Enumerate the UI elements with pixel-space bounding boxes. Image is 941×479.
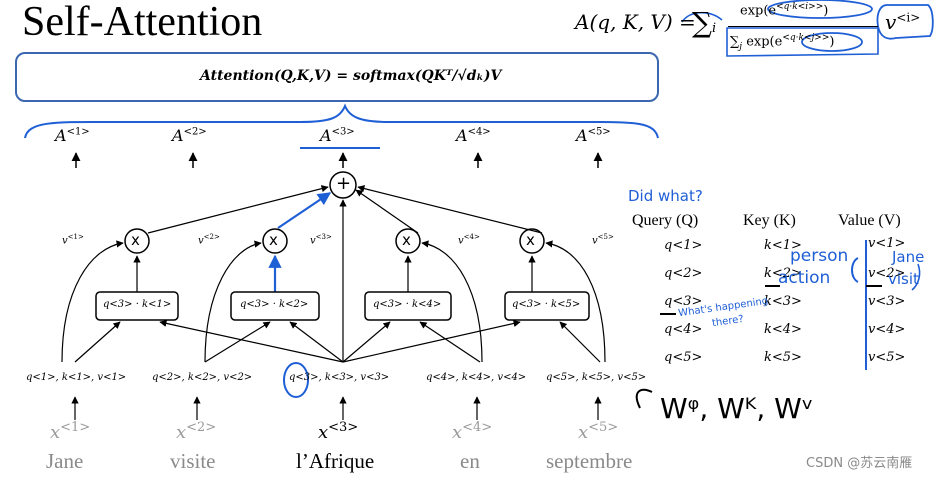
attention-lhs: A(q, K, V) = (575, 10, 696, 34)
word-lafrique: l’Afrique (296, 449, 375, 473)
mult-symbol-5: x (526, 231, 535, 249)
table-cell: v<3> (868, 294, 906, 309)
qkv-label-1: q<1>, k<1>, v<1> (26, 372, 127, 383)
slide-title: Self-Attention (22, 0, 263, 45)
plus-symbol: + (336, 173, 352, 194)
brace-annotation (24, 103, 659, 139)
table-header-value: Value (V) (838, 212, 901, 229)
formula-numerator: exp(e<q·k<i>>) (740, 2, 829, 19)
sum-symbol: ∑i (692, 6, 717, 39)
input-x3: x<3> (318, 420, 359, 443)
v-label-3: v<3> (310, 233, 332, 247)
annotation-action: action (778, 268, 831, 288)
formula-v: v<i> (885, 10, 921, 34)
word-septembre: septembre (546, 449, 633, 473)
table-header-query: Query (Q) (632, 212, 699, 229)
dot-box-4: q<3> · k<4> (373, 299, 442, 310)
table-cell: q<5> (664, 350, 703, 365)
annotation-did-what: Did what? (628, 187, 703, 205)
table-cell: q<2> (664, 266, 703, 281)
sum-node (329, 171, 357, 199)
v-label-1: v<1> (62, 233, 84, 247)
input-x4: x<4> (452, 420, 493, 443)
formula-denominator: ∑j exp(e<q·k<j>>) (730, 33, 835, 52)
output-a2: A<2> (172, 126, 207, 145)
attention-formula-box (15, 52, 659, 102)
table-cell: v<2> (868, 266, 906, 281)
word-en: en (460, 449, 480, 473)
table-cell: q<3> (664, 294, 703, 309)
dot-box-1: q<3> · k<1> (103, 299, 172, 310)
watermark: CSDN @苏云南雁 (806, 456, 913, 471)
output-a4: A<4> (456, 126, 491, 145)
v-label-5: v<5> (592, 233, 614, 247)
qkv-label-5: q<5>, k<5>, v<5> (546, 372, 647, 383)
table-cell: q<1> (664, 238, 703, 253)
word-visite: visite (170, 449, 216, 473)
table-cell: k<3> (764, 294, 802, 309)
annotation-weights: Wᵠ, Wᴷ, Wᵛ (660, 392, 814, 425)
input-x5: x<5> (578, 420, 619, 443)
table-cell: v<1> (868, 236, 906, 251)
qkv-label-4: q<4>, k<4>, v<4> (426, 372, 527, 383)
mult-symbol-2: x (269, 231, 278, 249)
table-cell: k<1> (764, 238, 802, 253)
table-cell: v<5> (868, 350, 906, 365)
annotation-jane: Jane (892, 248, 925, 266)
annotation-person: person (790, 246, 849, 266)
annotation-visit: visit (888, 270, 919, 288)
table-cell: k<5> (764, 350, 802, 365)
table-cell: v<4> (868, 322, 906, 337)
qkv-label-2: q<2>, k<2>, v<2> (152, 372, 253, 383)
table-cell: k<2> (764, 266, 802, 281)
word-jane: Jane (46, 449, 84, 473)
output-a3: A<3> (320, 126, 355, 145)
dot-box-5: q<3> · k<5> (512, 299, 581, 310)
output-a1: A<1> (55, 126, 90, 145)
input-x2: x<2> (176, 420, 217, 443)
table-cell: k<4> (764, 322, 802, 337)
table-cell: q<4> (664, 322, 703, 337)
mult-symbol-1: x (131, 231, 140, 249)
attention-formula: Attention(Q,K,V) = softmax(QKᵀ/√dₖ)V (200, 68, 502, 84)
qkv-label-3: q<3>, k<3>, v<3> (289, 372, 390, 383)
input-x1: x<1> (50, 420, 91, 443)
mult-symbol-4: x (402, 231, 411, 249)
output-a5: A<5> (576, 126, 611, 145)
dot-box-2: q<3> · k<2> (240, 299, 309, 310)
v-label-4: v<4> (458, 233, 480, 247)
fraction-bar (728, 26, 878, 27)
table-header-key: Key (K) (743, 212, 796, 229)
v-label-2: v<2> (198, 233, 220, 247)
